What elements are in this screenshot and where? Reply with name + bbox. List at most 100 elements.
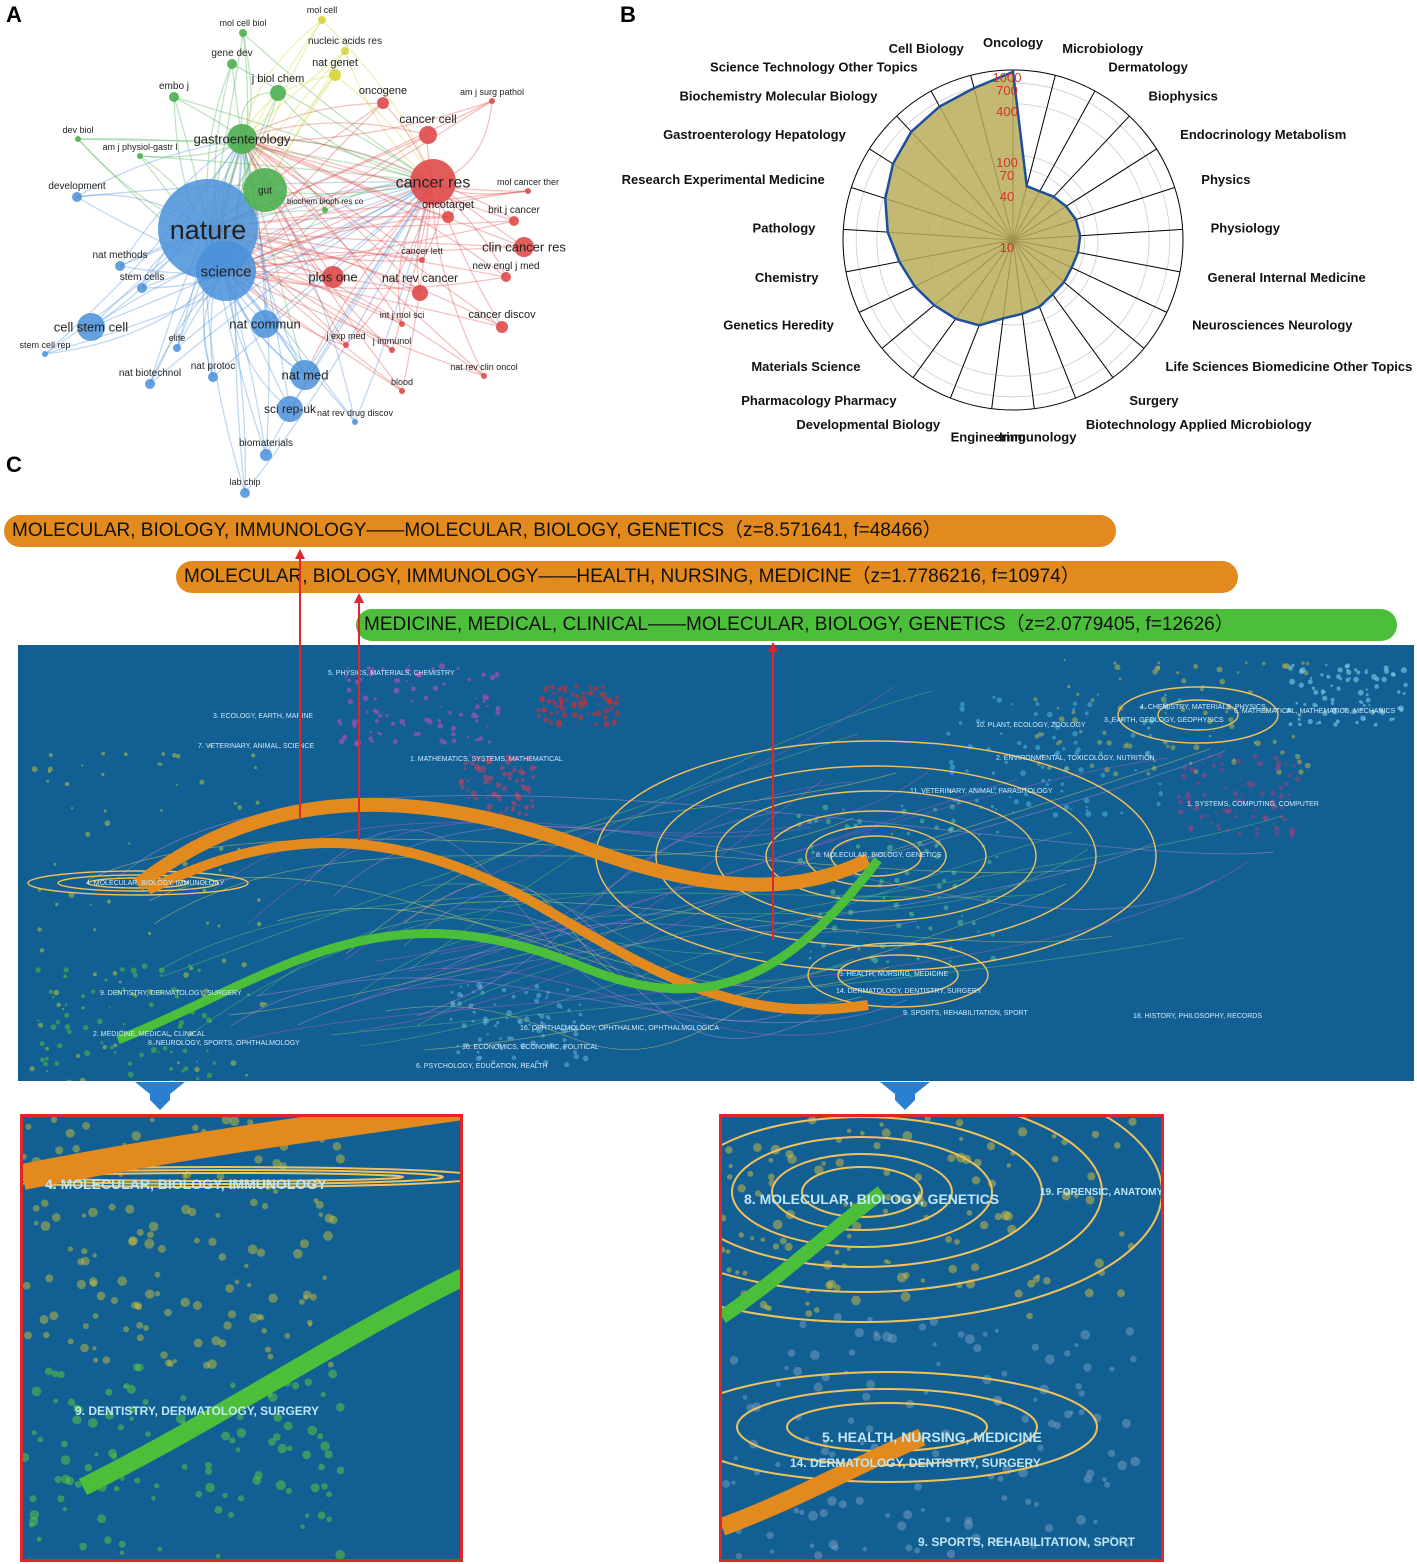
zoom-dot bbox=[920, 1200, 928, 1208]
zoom-dot bbox=[760, 1237, 765, 1242]
map-dot bbox=[1220, 768, 1224, 772]
zoom-dot bbox=[903, 1510, 913, 1520]
map-dot bbox=[951, 818, 956, 824]
map-dot bbox=[1315, 722, 1318, 725]
map-thin-link bbox=[351, 848, 1089, 1000]
map-dot bbox=[1060, 789, 1064, 793]
map-dot bbox=[188, 964, 191, 967]
zoom-dot bbox=[28, 1522, 35, 1528]
map-dot bbox=[495, 705, 501, 712]
map-dot bbox=[482, 699, 486, 703]
zoom-dot bbox=[336, 1403, 345, 1412]
map-dot bbox=[1345, 677, 1350, 683]
zoom-dot bbox=[747, 1170, 754, 1177]
map-dot bbox=[1240, 799, 1246, 804]
zoom-dot bbox=[235, 1447, 241, 1452]
map-dot bbox=[391, 721, 396, 726]
map-dot bbox=[139, 1052, 144, 1058]
map-dot bbox=[1295, 753, 1301, 760]
zoom-dot bbox=[1104, 1481, 1111, 1488]
map-dot bbox=[423, 695, 429, 701]
map-thin-link bbox=[228, 748, 1211, 1016]
map-dot bbox=[506, 1010, 512, 1016]
map-dot bbox=[1279, 794, 1285, 800]
map-dot bbox=[604, 718, 607, 722]
map-dot bbox=[545, 997, 548, 1000]
map-dot bbox=[603, 715, 608, 720]
map-dot bbox=[1012, 811, 1015, 814]
map-dot bbox=[556, 1002, 562, 1008]
zoom-dot bbox=[182, 1173, 188, 1179]
map-dot bbox=[1262, 814, 1268, 820]
map-dot bbox=[571, 692, 575, 697]
zoom-dot bbox=[1124, 1542, 1130, 1548]
network-node-label: nat rev drug discov bbox=[317, 408, 394, 418]
map-thin-link bbox=[441, 920, 918, 970]
zoom-dot bbox=[948, 1264, 957, 1274]
map-dot bbox=[403, 723, 406, 727]
map-thin-link bbox=[159, 892, 1046, 971]
map-dot bbox=[1235, 758, 1241, 764]
zoom-dot bbox=[793, 1507, 800, 1514]
network-node bbox=[75, 136, 81, 142]
map-cluster-label: 9. DENTISTRY, DERMATOLOGY, SURGERY bbox=[100, 990, 242, 997]
map-dot bbox=[1255, 827, 1259, 831]
network-node bbox=[389, 347, 395, 353]
map-dot bbox=[588, 685, 593, 690]
map-dot bbox=[1004, 760, 1008, 765]
map-dot bbox=[1357, 689, 1364, 696]
map-dot bbox=[1225, 710, 1229, 714]
zoom-dot bbox=[970, 1263, 980, 1272]
map-dot bbox=[53, 989, 60, 996]
zoom-dot bbox=[879, 1122, 884, 1127]
map-dot bbox=[1322, 691, 1325, 694]
map-dot bbox=[374, 719, 379, 724]
map-dot bbox=[199, 779, 205, 785]
zoom-dot bbox=[336, 1466, 345, 1475]
zoom-dot bbox=[1032, 1275, 1040, 1283]
map-dot bbox=[466, 779, 470, 783]
map-dot bbox=[587, 712, 591, 715]
map-dot bbox=[530, 1040, 537, 1047]
zoom-dot bbox=[932, 1450, 940, 1458]
zoom-dot bbox=[82, 1122, 90, 1130]
map-dot bbox=[1181, 773, 1187, 780]
zoom-dot bbox=[131, 1301, 139, 1309]
radar-category-label: Gastroenterology Hepatology bbox=[663, 127, 847, 142]
zoom-dot bbox=[105, 1388, 113, 1396]
map-dot bbox=[511, 1055, 517, 1060]
map-dot bbox=[1200, 687, 1204, 692]
network-node bbox=[419, 126, 437, 144]
zoom-dot bbox=[54, 1475, 62, 1484]
network-node-label: elife bbox=[169, 333, 186, 343]
map-dot bbox=[1243, 783, 1245, 786]
network-node bbox=[169, 92, 179, 102]
network-edge bbox=[241, 138, 291, 410]
map-dot bbox=[548, 1042, 555, 1048]
map-dot bbox=[195, 1060, 199, 1063]
map-dot bbox=[507, 1036, 512, 1041]
map-dot bbox=[1332, 707, 1336, 712]
zoom-dot bbox=[129, 1416, 134, 1421]
zoom-dot bbox=[1094, 1258, 1104, 1268]
map-dot bbox=[1053, 752, 1059, 757]
map-dot bbox=[1193, 805, 1200, 812]
map-dot bbox=[571, 711, 578, 718]
zoom-dot bbox=[787, 1154, 797, 1164]
zoom-dot bbox=[900, 1291, 911, 1302]
map-dot bbox=[573, 1027, 578, 1032]
zoom-dot bbox=[72, 1144, 80, 1153]
map-dot bbox=[205, 1049, 209, 1053]
map-dot bbox=[982, 720, 986, 724]
map-dot bbox=[1148, 719, 1154, 725]
map-dot bbox=[520, 778, 525, 782]
map-dot bbox=[122, 1022, 126, 1026]
zoom-dot bbox=[784, 1242, 793, 1251]
map-dot bbox=[1252, 754, 1258, 759]
zoom-dot bbox=[192, 1301, 202, 1310]
map-dot bbox=[466, 788, 469, 792]
network-node bbox=[496, 321, 508, 333]
map-cluster-label: 10. PLANT, ECOLOGY, ZOOLOGY bbox=[976, 722, 1086, 729]
map-dot bbox=[487, 740, 492, 744]
network-node bbox=[489, 98, 495, 104]
